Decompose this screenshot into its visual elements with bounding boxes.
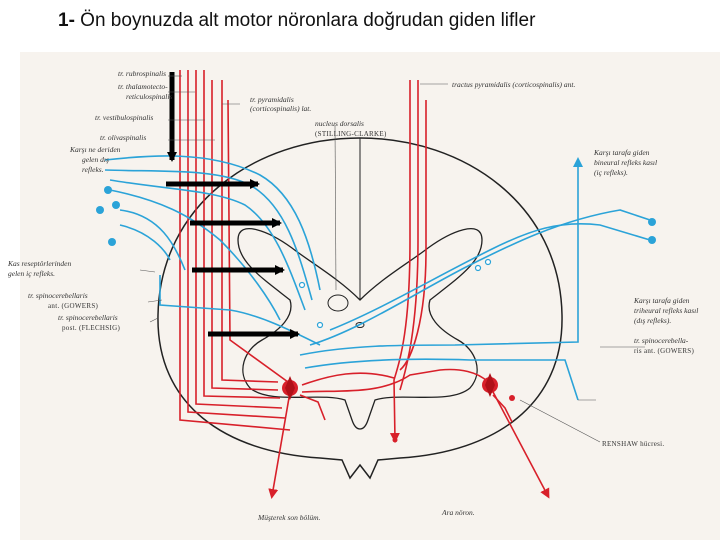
highlight-arrows xyxy=(166,72,300,339)
label-renshaw: RENSHAW hücresi. xyxy=(602,440,664,448)
label-kas-1: Kas reseptörlerinden xyxy=(7,259,72,268)
label-kas-2: gelen iç refleks. xyxy=(8,269,55,278)
label-right-spino-1: tr. spinocerebella- xyxy=(634,336,689,345)
label-right-mid-1: Karşı tarafa giden xyxy=(633,296,690,305)
slide-title: 1- Ön boynuzda alt motor nöronlara doğru… xyxy=(58,10,535,32)
label-right-mid-3: (dış refleks). xyxy=(634,316,671,325)
grey-matter-outline xyxy=(237,228,483,430)
label-thalamotecto: tr. thalamotecto- xyxy=(118,82,168,91)
spinal-cord-outline xyxy=(157,137,563,480)
motor-neuron-right xyxy=(482,373,498,397)
pyramidal-lateral-tract xyxy=(221,80,279,383)
label-karsi-left-3: refleks. xyxy=(82,165,104,174)
leader-lines xyxy=(139,75,645,443)
sensory-tracts xyxy=(104,155,651,401)
spinocerebellar-left xyxy=(159,275,321,346)
title-text: Ön boynuzda alt motor nöronlara doğrudan… xyxy=(74,10,536,31)
label-pyramidalis-lat-1: tr. pyramidalis xyxy=(250,95,294,104)
label-spino-ant-2: ant. (GOWERS) xyxy=(48,302,99,310)
label-ara-noron: Ara nöron. xyxy=(441,508,475,517)
label-spino-ant-1: tr. spinocerebellaris xyxy=(28,291,88,300)
central-canal xyxy=(355,322,365,328)
label-olivaspinalis: tr. olivaspinalis xyxy=(100,133,146,142)
label-spino-post-1: tr. spinocerebellaris xyxy=(58,313,118,322)
title-number: 1- xyxy=(58,10,75,31)
sensory-receptor-dots xyxy=(96,186,656,246)
sensory-synapse-nodes xyxy=(298,258,492,329)
label-pyramidalis-ant: tractus pyramidalis (corticospinalis) an… xyxy=(452,80,575,89)
label-karsi-left-1: Karşı ne deriden xyxy=(69,145,121,154)
label-mugterek: Müşterek son bölüm. xyxy=(257,513,321,522)
renshaw-cell xyxy=(509,395,515,401)
label-rubrospinalis: tr. rubrospinalis xyxy=(118,69,166,78)
label-right-top-1: Karşı tarafa giden xyxy=(593,148,650,157)
label-karsi-left-2: gelen dış xyxy=(82,155,109,164)
label-vestibulospinalis: tr. vestibulospinalis xyxy=(95,113,153,122)
label-right-mid-2: triheural refleks kasıl xyxy=(634,306,698,315)
label-nucleus-dorsalis-2: (STILLING-CLARKE) xyxy=(315,130,387,138)
label-right-top-2: bineural refleks kasıl xyxy=(594,158,657,167)
label-right-top-3: (iç refleks). xyxy=(594,168,628,177)
label-spino-post-2: post. (FLECHSIG) xyxy=(62,324,120,332)
label-nucleus-dorsalis-1: nucleus dorsalis xyxy=(315,119,364,128)
pyramidal-anterior-tract xyxy=(389,80,411,443)
label-pyramidalis-lat-2: (corticospinalis) lat. xyxy=(250,104,311,113)
label-reticulospinalis: reticulospinalis xyxy=(126,92,172,101)
label-right-spino-2: ris ant. (GOWERS) xyxy=(634,347,694,355)
rubrospinal-tract xyxy=(179,70,291,431)
nucleus-dorsalis xyxy=(327,294,349,312)
interneuron xyxy=(392,437,398,443)
figure-paper xyxy=(20,52,720,540)
spinal-cord-diagram: tr. rubrospinalis tr. thalamotecto- reti… xyxy=(0,50,720,540)
motor-neuron-left xyxy=(282,376,298,400)
